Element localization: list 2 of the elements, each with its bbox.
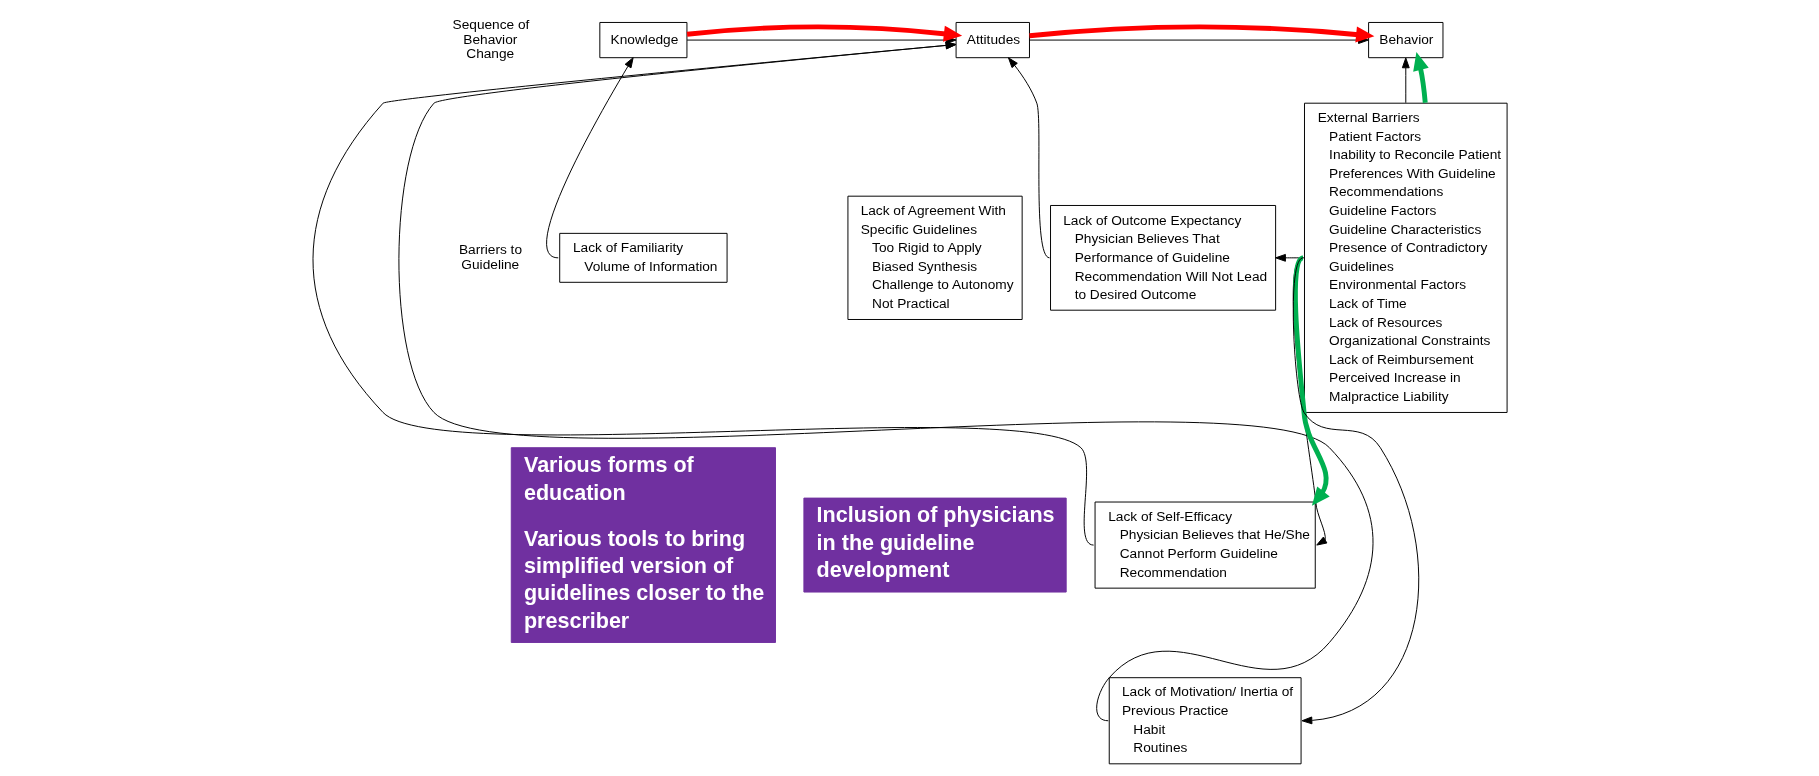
label: Barriers to Guideline xyxy=(458,242,522,272)
label: Sequence of Behavior Change xyxy=(452,17,529,62)
